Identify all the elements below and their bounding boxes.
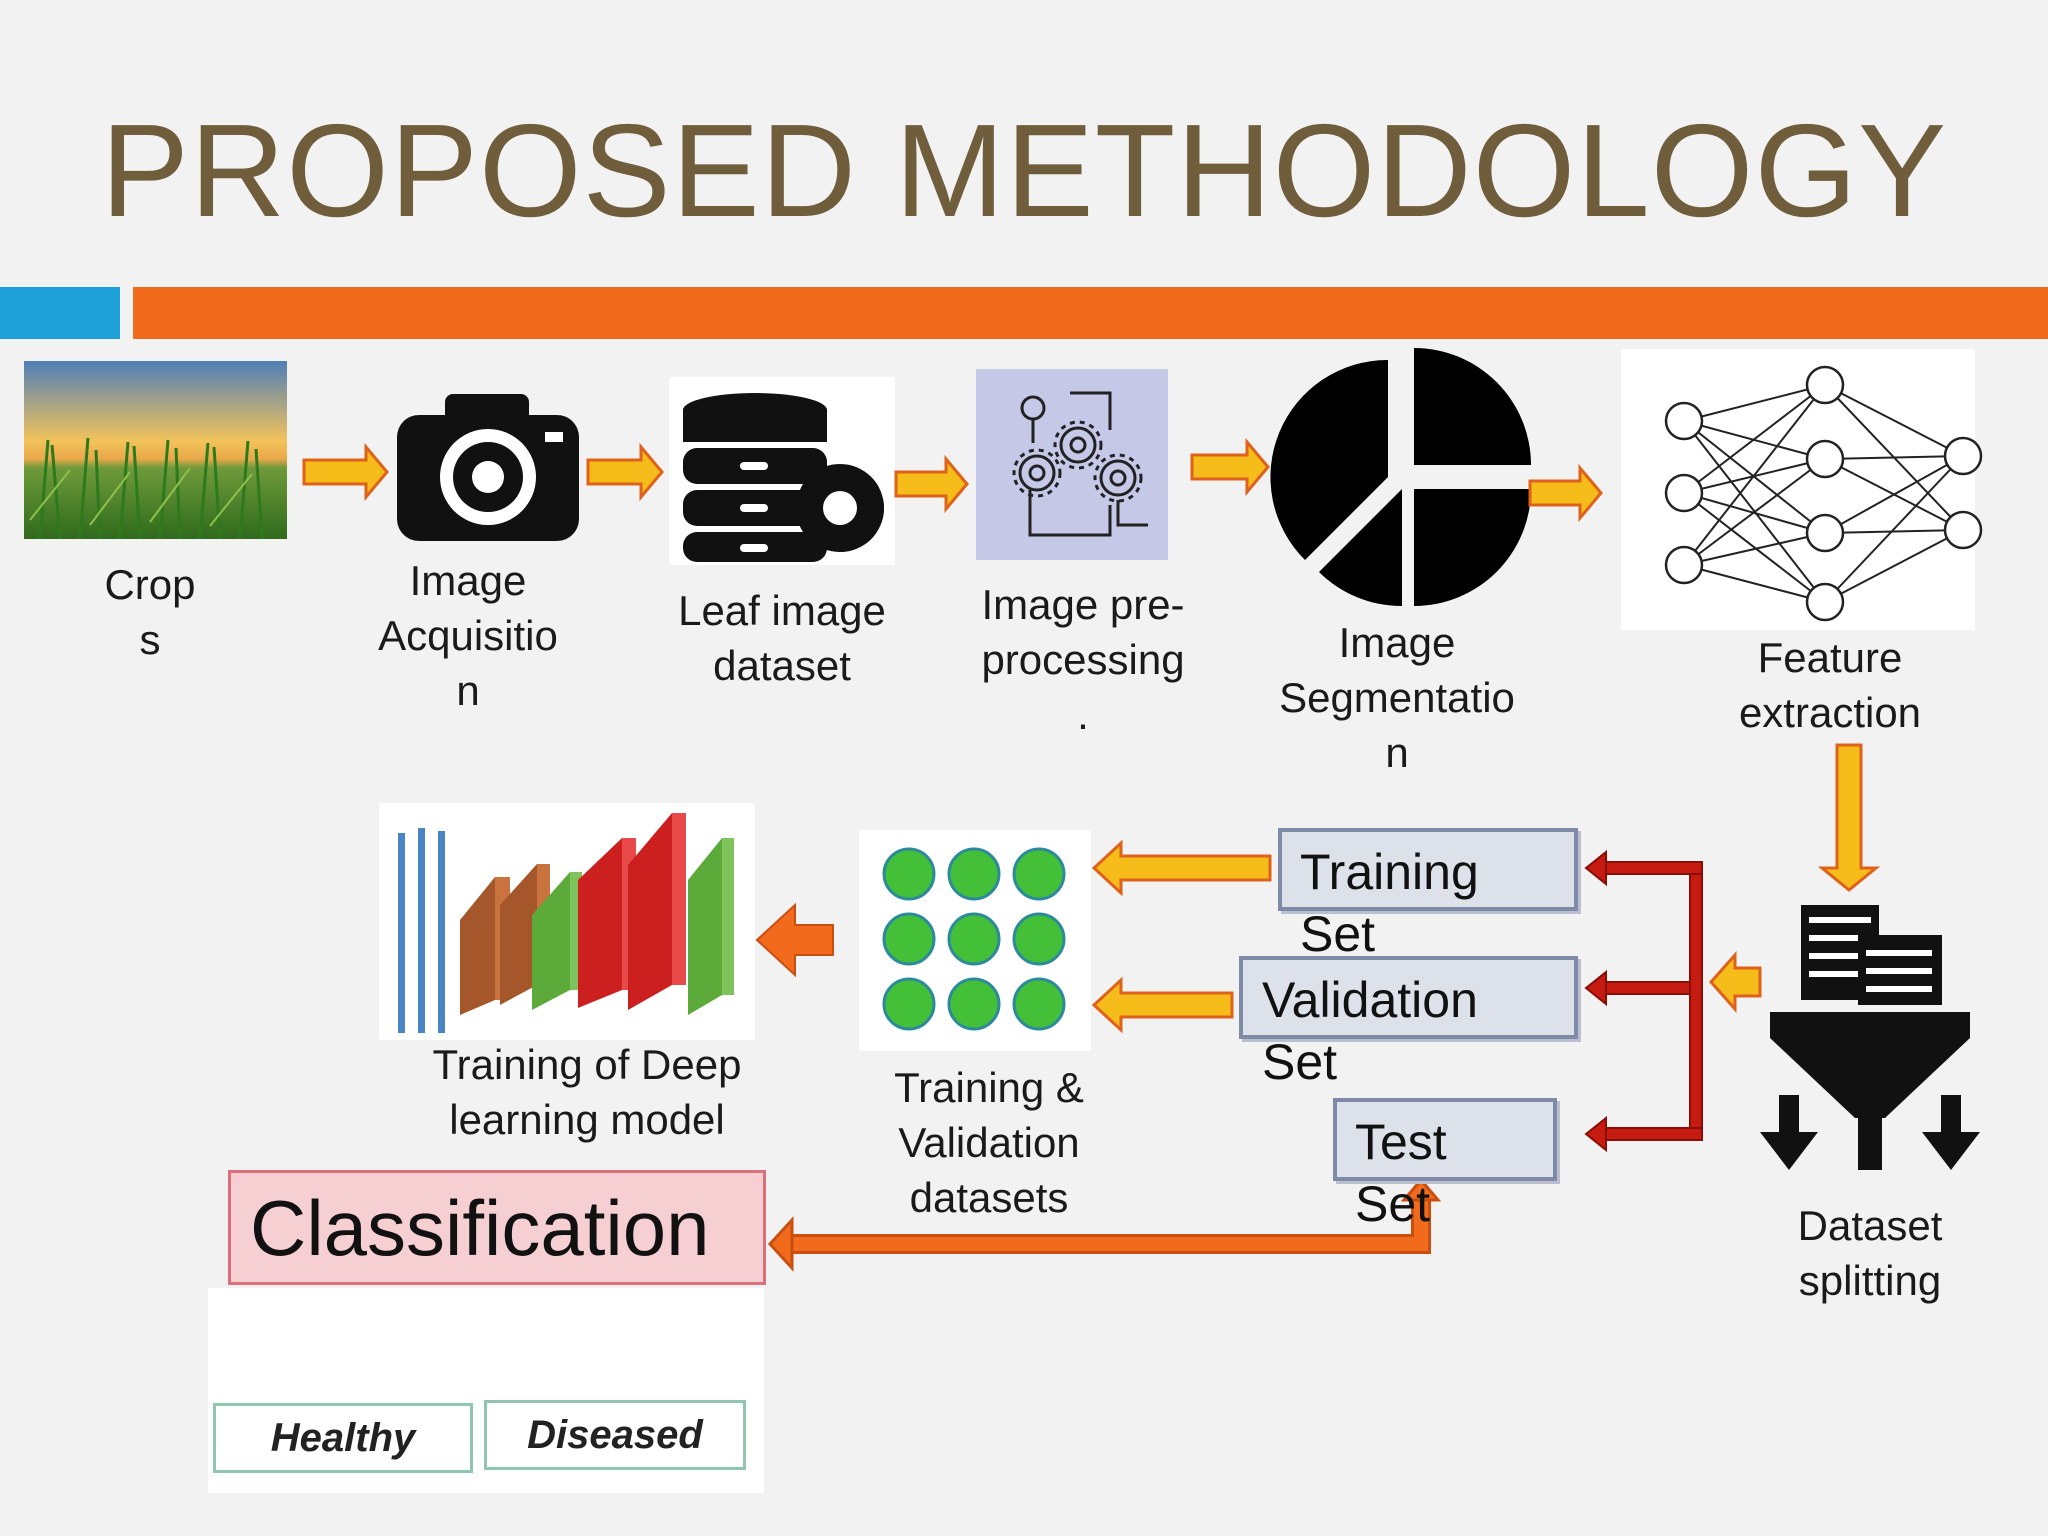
arrow-icon [302,442,389,502]
database-gear-icon [669,377,895,565]
classification-box [228,1170,766,1285]
validation-set-label-2: Set [1262,1034,1338,1090]
training-set-box [1278,828,1578,911]
label-preprocessing: Image pre-processing. [981,581,1185,738]
arrow-icon [755,902,834,978]
arrow-icon [1817,743,1881,892]
arrow-icon [1708,951,1762,1013]
flow-arrows-top [302,437,1881,892]
neural-network-icon [1621,349,1983,630]
arrow-icon [1190,437,1270,497]
dataset-splitting-icon [1760,905,1980,1170]
accent-bar-orange [133,287,2048,339]
crops-image [24,361,287,540]
test-set-label-2: Set [1355,1176,1431,1232]
classification-return-arrow [767,1177,1442,1272]
flow-arrows-sets [1091,839,1272,1034]
test-set-box [1333,1098,1557,1181]
test-set-label: Test [1355,1114,1447,1170]
validation-set-label: Validation [1262,972,1478,1028]
split-bracket [1584,849,1703,1153]
dataset-grid-icon [859,830,1091,1051]
arrow-icon [894,454,969,514]
preprocessing-gears-icon [976,369,1168,560]
arrow-icon [1091,976,1234,1034]
deep-learning-model-icon [379,803,755,1040]
class-healthy: Healthy [213,1403,473,1473]
classification-title: Classification [250,1184,710,1272]
page-title: PROPOSED METHODOLOGY [100,97,1948,244]
arrow-icon [1528,463,1603,523]
training-set-label: Training [1300,844,1479,900]
class-diseased: Diseased [484,1400,746,1470]
accent-bar-blue [0,287,120,339]
camera-icon [397,394,579,541]
validation-set-box [1239,956,1578,1039]
segmentation-pie-icon [1270,348,1531,607]
arrow-icon [586,442,664,502]
arrow-icon [1091,839,1272,897]
training-set-label-2: Set [1300,906,1376,962]
